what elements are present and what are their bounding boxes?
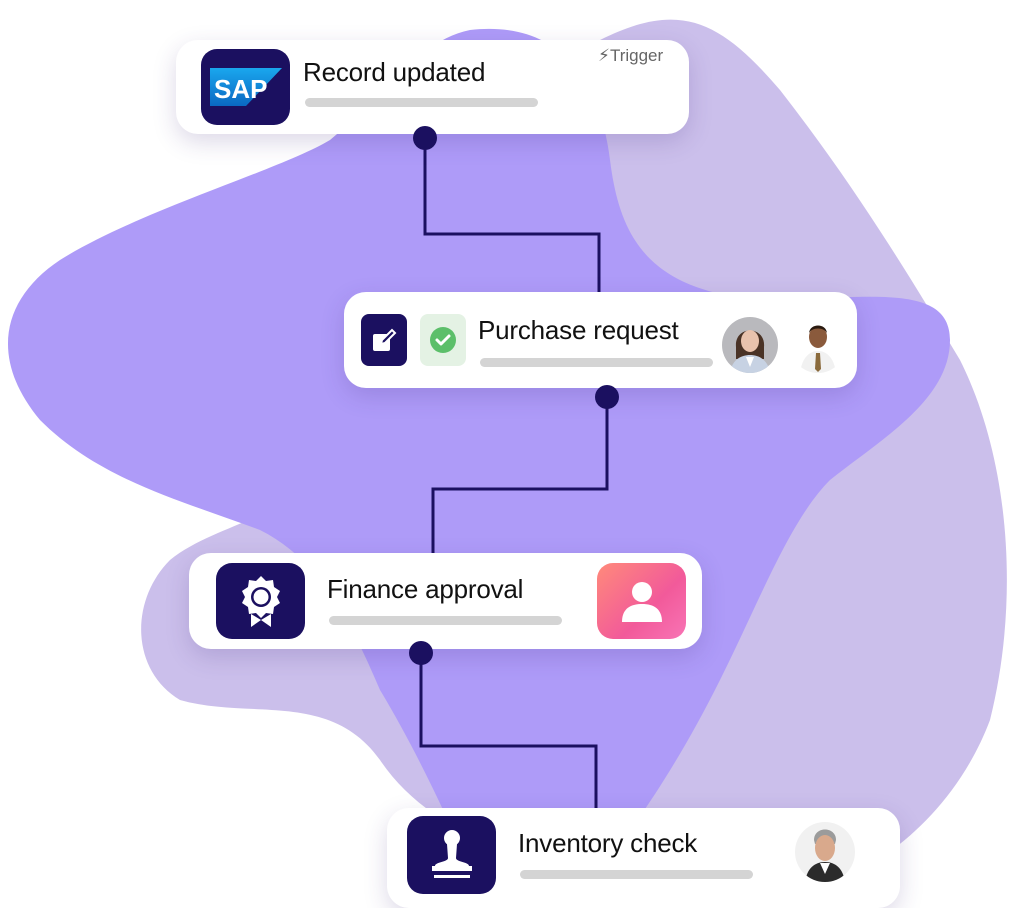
older-man-avatar[interactable] xyxy=(795,822,855,882)
trigger-badge: ⚡︎Trigger xyxy=(598,46,664,65)
node-title: Purchase request xyxy=(478,315,679,345)
placeholder-bar xyxy=(520,870,753,879)
connector-dot xyxy=(413,126,437,150)
node-finance-approval[interactable]: Finance approval xyxy=(189,553,702,649)
check-circle-icon xyxy=(420,314,466,366)
node-title: Record updated xyxy=(303,57,486,87)
placeholder-bar xyxy=(329,616,562,625)
man-avatar[interactable] xyxy=(790,317,846,373)
node-title: Inventory check xyxy=(518,828,698,858)
connector-1 xyxy=(423,138,601,292)
lightning-icon: ⚡︎ xyxy=(598,46,610,65)
award-badge-icon xyxy=(216,563,305,639)
node-purchase-request[interactable]: Purchase request xyxy=(344,292,857,388)
node-inventory-check[interactable]: Inventory check xyxy=(387,808,900,908)
edit-icon xyxy=(361,314,407,366)
connector-dot xyxy=(595,385,619,409)
placeholder-bar xyxy=(480,358,713,367)
placeholder-bar xyxy=(305,98,538,107)
node-title: Finance approval xyxy=(327,574,524,604)
connector-2 xyxy=(431,398,609,553)
node-record-updated[interactable]: SAP Record updated ⚡︎Trigger xyxy=(176,40,689,134)
stamp-icon xyxy=(407,816,496,894)
connector-dot xyxy=(409,641,433,665)
sap-logo-icon: SAP xyxy=(201,49,290,125)
woman-avatar[interactable] xyxy=(722,317,778,373)
svg-text:SAP: SAP xyxy=(214,74,267,104)
user-icon[interactable] xyxy=(597,563,686,639)
dark-blob xyxy=(7,28,951,871)
connector-3 xyxy=(419,653,598,808)
